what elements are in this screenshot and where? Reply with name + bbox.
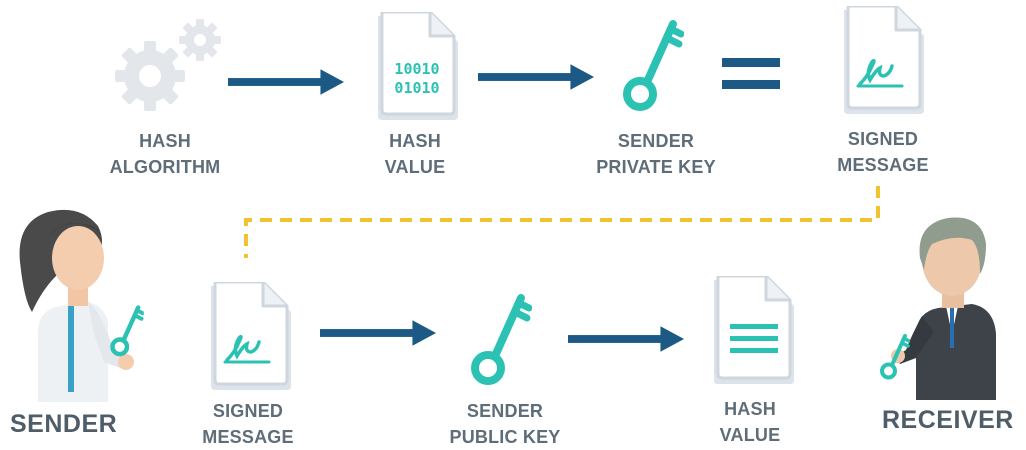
arrow-icon [568,324,686,354]
text-document-icon [708,276,798,386]
sender-public-key-label: SENDER PUBLIC KEY [449,401,561,447]
hash-algorithm-label: HASH ALGORITHM [109,131,221,177]
binary-line-1: 10010 [394,60,440,78]
key-icon [110,302,144,358]
dashed-connector [242,186,882,260]
signed-document-icon [205,282,295,392]
arrow-icon [320,318,438,348]
signed-message-label: SIGNED MESSAGE [837,129,929,175]
hash-value-label: HASH VALUE [384,131,446,177]
sender-private-key-label: SENDER PRIVATE KEY [596,131,716,177]
arrow-icon [228,67,346,97]
gears-icon [112,14,222,114]
key-icon [880,330,910,382]
key-icon [622,14,684,114]
receiver-avatar [876,204,1016,400]
binary-line-2: 01010 [394,79,440,97]
binary-document-icon: 10010 01010 [372,12,462,122]
receiver-label: RECEIVER [882,406,1014,434]
sender-label: SENDER [10,410,118,438]
hash-value-label: HASH VALUE [719,399,781,445]
signed-message-label: SIGNED MESSAGE [202,401,294,447]
arrow-icon [478,62,596,92]
sender-avatar [8,202,158,402]
signed-document-icon [838,6,928,116]
equals-icon [722,56,780,94]
key-icon [470,288,532,388]
